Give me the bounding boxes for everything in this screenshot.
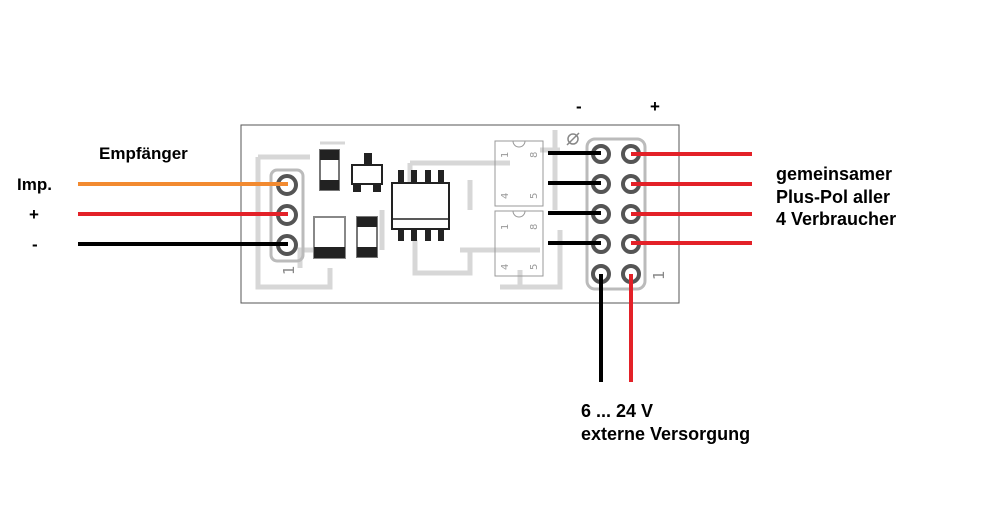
supply-voltage-label: 6 ... 24 V [581,401,653,421]
smd-capacitor [313,216,346,259]
smd-resistor-1 [319,149,340,191]
pcb-board [240,124,680,304]
ic1-pin5-label: 5 [529,193,540,199]
common-plus-line3: 4 Verbraucher [776,209,896,229]
diode-marking [566,132,580,146]
output-pin1-label: 1 [650,270,668,280]
header-minus-label: - [576,97,582,116]
ic-outline-1: 1 8 4 5 [494,140,544,207]
so8-ic [391,170,450,241]
ic1-pin4-label: 4 [500,193,511,199]
common-plus-line2: Plus-Pol aller [776,187,890,207]
ic2-pin8-label: 8 [529,224,540,230]
ic2-pin4-label: 4 [500,264,511,270]
ic1-pin8-label: 8 [529,152,540,158]
common-plus-line1: gemeinsamer [776,164,892,184]
ic2-pin1-label: 1 [500,224,511,230]
receiver-label: Empfänger [99,144,188,163]
minus-label: - [32,235,38,254]
imp-label: Imp. [17,175,52,194]
ic2-pin5-label: 5 [529,264,540,270]
smd-resistor-2 [356,216,378,258]
plus-label: + [29,205,39,224]
receiver-pin1-label: 1 [280,265,298,275]
header-plus-label: + [650,97,660,116]
ic1-pin1-label: 1 [500,152,511,158]
smd-transistor [351,153,383,192]
ic-outline-2: 1 8 4 5 [494,210,544,277]
supply-description-label: externe Versorgung [581,424,750,444]
